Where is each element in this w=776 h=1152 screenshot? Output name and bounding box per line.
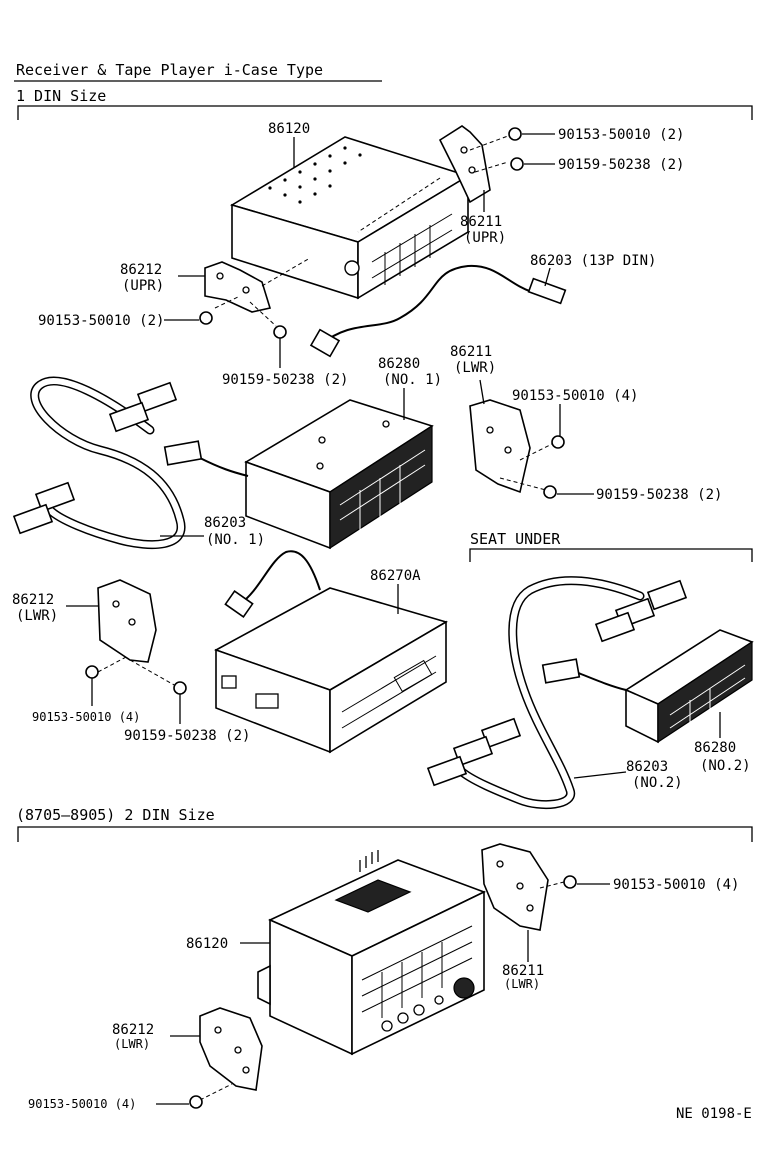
harness-86203-no1-lead	[199, 457, 249, 477]
screw-50238d	[173, 681, 187, 695]
bracket-86211-lwr-1din	[469, 399, 531, 494]
receiver-86120-1din	[230, 136, 470, 300]
section-seat-under-bracket	[469, 548, 753, 562]
section-2din-bracket	[17, 826, 753, 842]
bracket-86212-lwr-1din	[97, 579, 157, 663]
label-90159-50238-a: 90159-50238 (2)	[558, 157, 684, 173]
dash-86211-lwr-1	[519, 443, 553, 461]
label-86212-lwr-2din-pos: (LWR)	[114, 1037, 150, 1051]
screw-50010d	[85, 665, 99, 679]
label-90153-50010-f: 90153-50010 (4)	[28, 1097, 136, 1111]
label-86211-lwr-pos: (LWR)	[454, 360, 496, 376]
label-86120-1din: 86120	[268, 121, 310, 137]
label-90153-50010-d: 90153-50010 (4)	[32, 710, 140, 724]
dash-86211-upr-2	[474, 161, 509, 173]
connector-no2-d	[541, 658, 581, 684]
dash-86211-upr-3	[357, 177, 441, 233]
label-86211-lwr: 86211	[450, 344, 492, 360]
label-86212-lwr-2din: 86212	[112, 1022, 154, 1038]
section-seat-under-label: SEAT UNDER	[470, 530, 561, 548]
din-plug-left	[309, 328, 341, 358]
screw-50010a	[508, 127, 522, 141]
connector-no2-g	[426, 755, 468, 787]
diagram-title: Receiver & Tape Player i-Case Type	[16, 61, 323, 79]
label-86212-lwr-pos: (LWR)	[16, 608, 58, 624]
label-86212-lwr: 86212	[12, 592, 54, 608]
section-2din-label: (8705–8905) 2 DIN Size	[16, 806, 215, 824]
label-86280-no2-pos: (NO.2)	[700, 758, 751, 774]
screw-50238c	[543, 485, 557, 499]
label-90153-50010-a: 90153-50010 (2)	[558, 127, 684, 143]
leader-86203-no2	[573, 771, 627, 779]
label-86203-no2: 86203	[626, 759, 668, 775]
bracket-86211-lwr-2din	[481, 843, 549, 931]
screw-50010f	[189, 1095, 203, 1109]
dash-86212-upr-2	[249, 301, 277, 327]
screw-50010b	[199, 311, 213, 325]
dash-86212-lwr-2din	[199, 1083, 233, 1101]
dash-86211-lwr-2	[499, 477, 547, 491]
section-1din-bracket	[17, 105, 753, 120]
label-90153-50010-c: 90153-50010 (4)	[512, 388, 638, 404]
connector-no1-b	[108, 401, 150, 433]
connector-no1-e	[12, 503, 54, 535]
label-86211-upr: 86211	[460, 214, 502, 230]
label-86280-no2: 86280	[694, 740, 736, 756]
label-90153-50010-e: 90153-50010 (4)	[613, 877, 739, 893]
label-86203-13p-din: 86203 (13P DIN)	[530, 253, 656, 269]
label-90159-50238-d: 90159-50238 (2)	[124, 728, 250, 744]
label-86203-no1-pos: (NO. 1)	[206, 532, 265, 548]
diagram-code: NE 0198-E	[676, 1106, 752, 1122]
bracket-86212-upr	[204, 261, 272, 313]
screw-50238b	[273, 325, 287, 339]
bracket-86212-lwr-2din	[199, 1007, 263, 1091]
label-86280-no1: 86280	[378, 356, 420, 372]
cable-86203-din	[321, 264, 533, 345]
label-86203-no1: 86203	[204, 515, 246, 531]
dash-86212-lwr-1	[97, 655, 129, 673]
connector-no2-a	[646, 579, 688, 611]
label-86203-no2-pos: (NO.2)	[632, 775, 683, 791]
label-86270a: 86270A	[370, 568, 421, 584]
screw-50238a	[510, 157, 524, 171]
dash-86212-upr-3	[261, 257, 311, 287]
dash-86212-upr-1	[214, 295, 241, 309]
leader-86203-din	[544, 267, 551, 287]
connector-no2-f	[452, 735, 494, 767]
amplifier-86280-no1	[244, 399, 434, 550]
screw-50010c	[551, 435, 565, 449]
bracket-86211-upr	[438, 125, 491, 204]
section-1din-label: 1 DIN Size	[16, 87, 106, 105]
dash-86212-lwr-2	[129, 659, 177, 687]
screw-50010e	[563, 875, 577, 889]
label-86280-no1-pos: (NO. 1)	[383, 372, 442, 388]
label-86120-2din: 86120	[186, 936, 228, 952]
receiver-86120-2din	[257, 850, 487, 1056]
label-86212-upr: 86212	[120, 262, 162, 278]
leader-86211-lwr	[479, 379, 485, 405]
cable-86270a	[239, 550, 321, 605]
label-90153-50010-b: 90153-50010 (2)	[38, 313, 164, 329]
tape-player-86270a	[214, 587, 449, 754]
connector-no2-c	[594, 611, 636, 643]
plug-86270a	[224, 590, 254, 618]
connector-no1-c	[163, 440, 203, 466]
label-86211-lwr-2din: 86211	[502, 963, 544, 979]
label-86211-upr-pos: (UPR)	[464, 230, 506, 246]
label-90159-50238-b: 90159-50238 (2)	[222, 372, 348, 388]
amplifier-86280-no2	[624, 629, 754, 744]
harness-86203-no2	[455, 576, 645, 810]
din-plug-right	[527, 277, 567, 305]
label-90159-50238-c: 90159-50238 (2)	[596, 487, 722, 503]
harness-86203-no2-lead	[575, 671, 627, 691]
label-86211-lwr-2din-pos: (LWR)	[504, 977, 540, 991]
label-86212-upr-pos: (UPR)	[122, 278, 164, 294]
